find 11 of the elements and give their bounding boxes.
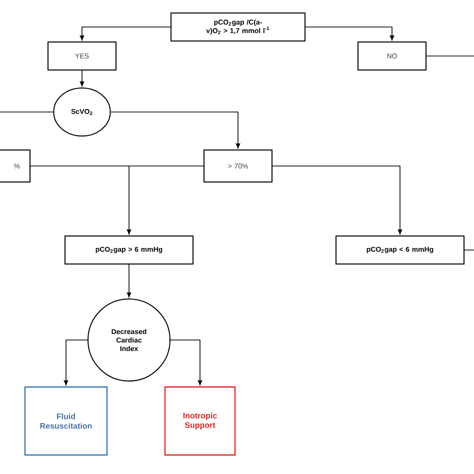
arrow [126,264,132,298]
process-box: Fluid Resuscitation [24,386,108,456]
arrow [170,340,202,386]
arrow [80,26,171,40]
arrow [30,166,204,234]
arrow [305,26,394,40]
arrow [272,166,402,234]
arrow [80,70,84,86]
arrow [110,112,240,148]
process-box: Inotropic Support [164,386,236,456]
arrow [64,340,88,386]
